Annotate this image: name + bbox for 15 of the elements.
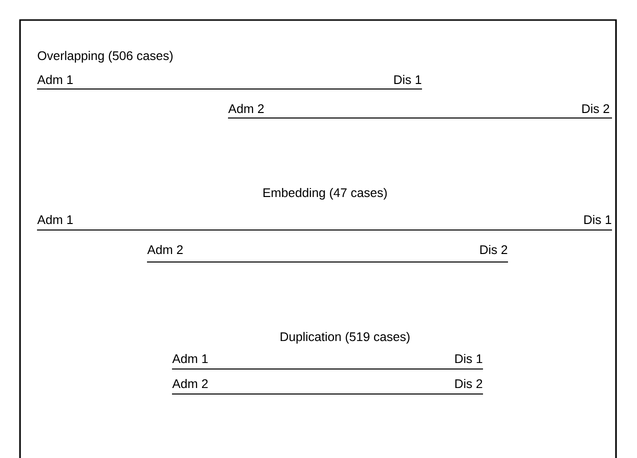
interval-label: Overlapping (506 cases) [38,50,173,63]
interval-label: Dis 1 [394,74,422,84]
interval-label: Dis 2 [455,378,482,388]
interval-label: Dis 1 [455,354,482,364]
interval-label: Adm 2 [172,378,208,388]
section-heading: Duplication (519 cases) [280,332,410,344]
interval-label: Dis 2 [480,244,508,254]
interval-label: Adm 2 [147,244,183,254]
interval-label: Adm 1 [172,354,208,364]
interval-label: Adm 1 [37,214,73,224]
interval-label: Adm 1 [37,74,73,84]
interval-label: Dis 1 [584,214,612,224]
section-heading: Embedding (47 cases) [264,188,387,200]
interval-label: Dis 2 [582,104,610,114]
interval-label: Adm 2 [228,104,264,114]
